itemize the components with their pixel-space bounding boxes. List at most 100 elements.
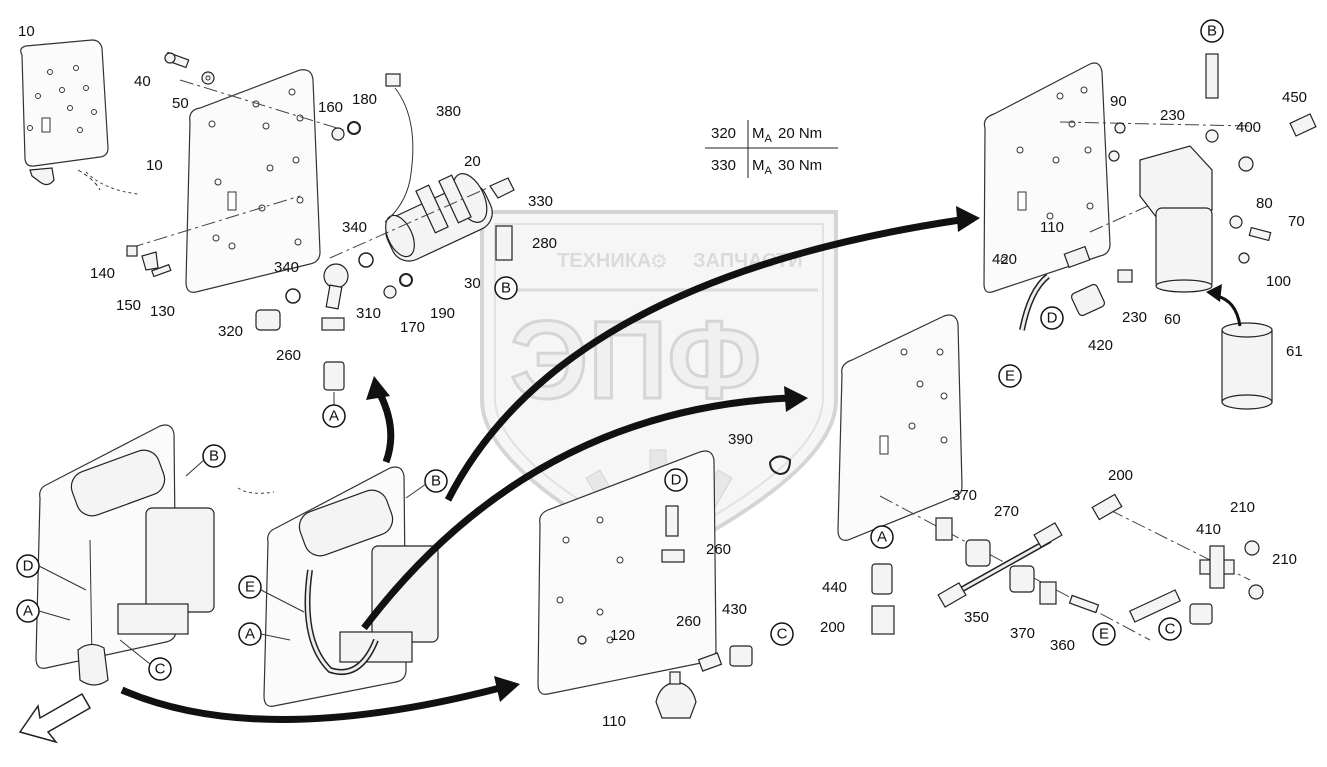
label-110b: 110 [602, 713, 626, 730]
label-80: 80 [1256, 195, 1273, 212]
bracket-140-150 [126, 245, 172, 278]
washer-90a [1114, 122, 1126, 134]
label-230b: 230 [1122, 309, 1147, 326]
oring-340a [358, 252, 374, 268]
connection-marker-letters: A B B D E D C A E C B D A C B E A [23, 23, 1217, 678]
label-190: 190 [430, 305, 455, 322]
label-350: 350 [964, 609, 989, 626]
bracket-370a [935, 517, 953, 541]
watermark-text-right: ЗАПЧАСТИ [693, 250, 803, 272]
mounting-plate-large [185, 69, 321, 293]
label-30: 30 [464, 275, 481, 292]
hose-420b [1070, 283, 1106, 317]
label-61: 61 [1286, 343, 1303, 360]
label-60: 60 [1164, 311, 1181, 328]
marker-a-left1: A [23, 603, 33, 620]
marker-b-right: B [1207, 23, 1217, 40]
marker-leader-lines [38, 392, 427, 665]
clamp-260a [321, 317, 345, 331]
label-400: 400 [1236, 119, 1261, 136]
arrowhead-right-filter [956, 206, 980, 232]
marker-d-right: D [1047, 310, 1058, 327]
label-140: 140 [90, 265, 115, 282]
arrowhead-pump [366, 376, 390, 400]
label-90: 90 [1110, 93, 1127, 110]
label-10a: 10 [18, 23, 35, 40]
axis-line-bolt [179, 79, 351, 133]
ring-190 [399, 273, 413, 287]
label-260b: 260 [706, 541, 731, 558]
filter-element-61 [1221, 322, 1273, 410]
banjo-fitting-310 [323, 263, 349, 310]
part-labels: 10 10 40 50 160 180 380 20 330 280 340 3… [18, 23, 1307, 730]
sleeve-280 [495, 225, 513, 261]
label-420a: 420 [992, 251, 1017, 268]
torque-symbol-2: MA [752, 157, 773, 177]
fitting-110a [1063, 245, 1091, 269]
dotted-arrow-1 [85, 171, 139, 195]
fuel-pump-assembly [384, 73, 493, 262]
label-410: 410 [1196, 521, 1221, 538]
label-100: 100 [1266, 273, 1291, 290]
arrowhead-middle [494, 676, 520, 702]
clamp-260c [697, 652, 723, 672]
label-320: 320 [218, 323, 243, 340]
marker-b-top: B [501, 280, 511, 297]
arrowhead-right-middle [784, 386, 808, 412]
cap-210b [1248, 584, 1264, 600]
plug-100 [1238, 252, 1250, 264]
tee-fitting-410 [1199, 545, 1235, 589]
watermark-text-left: ТЕХНИКА [557, 250, 651, 272]
label-340a: 340 [342, 219, 367, 236]
marker-e-left2: E [245, 579, 255, 596]
fuel-line-270 [937, 522, 1063, 608]
fitting-200b [871, 605, 895, 635]
label-50: 50 [172, 95, 189, 112]
marker-a-top: A [329, 408, 339, 425]
torque-symbol-1: MA [752, 125, 773, 145]
label-260a: 260 [276, 347, 301, 364]
marker-d-mid: D [671, 472, 682, 489]
clip-270a [965, 539, 991, 567]
watermark-gear-icon: ⚙ [650, 251, 668, 273]
mounting-plate-right [983, 62, 1111, 293]
label-150: 150 [116, 297, 141, 314]
bolt-360 [1068, 594, 1100, 614]
marker-c-mid: C [777, 626, 788, 643]
pressure-valve-110b [655, 671, 697, 719]
marker-a-bottom: A [877, 529, 887, 546]
mounting-plate-right-middle [837, 314, 963, 541]
label-450: 450 [1282, 89, 1307, 106]
label-160: 160 [318, 99, 343, 116]
cap-210a [1244, 540, 1260, 556]
ring-390 [769, 455, 792, 476]
label-310: 310 [356, 305, 381, 322]
label-120: 120 [610, 627, 635, 644]
label-380: 380 [436, 103, 461, 120]
label-200b: 200 [820, 619, 845, 636]
torque-part-320: 320 [711, 125, 736, 142]
label-360: 360 [1050, 637, 1075, 654]
marker-c-left1: C [155, 661, 166, 678]
label-390: 390 [728, 431, 753, 448]
flow-arrow-to-right-filter [444, 216, 961, 502]
axis-line-plate [129, 195, 301, 249]
marker-a-left2: A [245, 626, 255, 643]
label-230a: 230 [1160, 107, 1185, 124]
fitting-350b [1129, 589, 1181, 623]
label-130: 130 [150, 303, 175, 320]
label-200a: 200 [1108, 467, 1133, 484]
bracket-370b [1039, 581, 1057, 605]
label-270: 270 [994, 503, 1019, 520]
label-180: 180 [352, 91, 377, 108]
marker-e-right: E [1005, 368, 1015, 385]
label-280: 280 [532, 235, 557, 252]
sensor-450 [1289, 113, 1317, 137]
label-370a: 370 [952, 487, 977, 504]
label-430: 430 [722, 601, 747, 618]
label-20: 20 [464, 153, 481, 170]
fitting-230b [1117, 269, 1133, 283]
washer-120 [577, 635, 587, 645]
marker-c-bottom: C [1165, 621, 1176, 638]
